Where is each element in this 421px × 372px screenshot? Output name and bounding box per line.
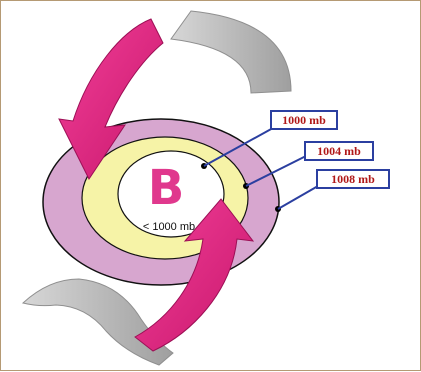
inflow-arrow-top	[58, 18, 164, 180]
isobar-label-1008: 1008 mb	[316, 169, 390, 189]
isobar-label-text: 1004 mb	[317, 144, 361, 158]
top-gray-arc	[170, 10, 292, 94]
isobar-label-text: 1000 mb	[282, 113, 326, 127]
inner-low-area	[117, 150, 225, 238]
low-pressure-letter: B	[148, 160, 185, 216]
isobar-label-1000: 1000 mb	[270, 110, 338, 130]
inflow-arrow-bottom	[134, 198, 255, 352]
leader-line-1000	[203, 127, 274, 167]
leader-line-1008	[277, 185, 319, 210]
isobar-label-1004: 1004 mb	[304, 141, 374, 161]
isobar-label-text: 1008 mb	[331, 172, 375, 186]
bottom-gray-arc	[21, 278, 174, 366]
leader-line-1004	[245, 155, 307, 187]
center-pressure-label: < 1000 mb	[143, 221, 195, 233]
